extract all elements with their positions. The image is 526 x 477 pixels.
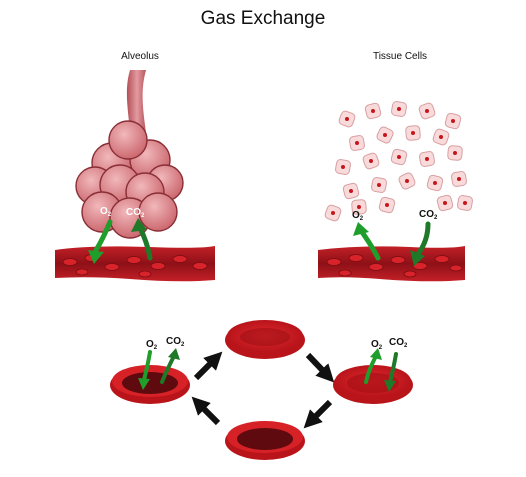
alveolus-o2-arrow bbox=[93, 219, 113, 253]
cycle-right-co2-arrow bbox=[388, 352, 398, 384]
tissue-o2-arrowhead bbox=[353, 222, 369, 236]
cycle-left-o2-text: O2 bbox=[146, 339, 158, 351]
alveolus-o2-arrowhead bbox=[88, 250, 104, 264]
tissue-co2-text: CO2 bbox=[419, 209, 438, 221]
rbc-bottom bbox=[225, 421, 305, 460]
cycle-arrow-bottom-to-left bbox=[191, 396, 221, 426]
right-capillary-rbcs bbox=[326, 254, 463, 278]
cycle-right-co2-text: CO2 bbox=[389, 337, 408, 349]
tissue-cells bbox=[324, 101, 473, 222]
diagram-title: Gas Exchange bbox=[200, 8, 326, 29]
rbc-top bbox=[225, 320, 305, 359]
tissue-co2-arrow bbox=[415, 221, 431, 257]
tissue-o2-text: O2 bbox=[352, 210, 364, 222]
alveolus-co2-text: CO2 bbox=[126, 207, 145, 219]
cycle-arrow-right-to-bottom bbox=[303, 399, 333, 429]
alveolus-o2-text: O2 bbox=[100, 206, 112, 218]
alveolus-cluster bbox=[75, 120, 184, 239]
cycle-right-o2-text: O2 bbox=[371, 339, 383, 351]
rbc-right bbox=[333, 365, 413, 404]
cycle-arrow-top-to-right bbox=[305, 352, 335, 383]
cycle-left-o2-arrow bbox=[142, 350, 152, 382]
alveolus-label: Alveolus bbox=[121, 51, 159, 62]
tissue-cells-label: Tissue Cells bbox=[372, 51, 428, 62]
cycle-arrow-left-to-top bbox=[193, 351, 223, 381]
tissue-o2-arrow bbox=[359, 229, 381, 261]
rbc-left bbox=[110, 365, 190, 404]
cycle-left-co2-text: CO2 bbox=[166, 336, 185, 348]
tissue-co2-arrowhead bbox=[410, 250, 425, 266]
alveolus-co2-arrowhead bbox=[131, 218, 147, 232]
